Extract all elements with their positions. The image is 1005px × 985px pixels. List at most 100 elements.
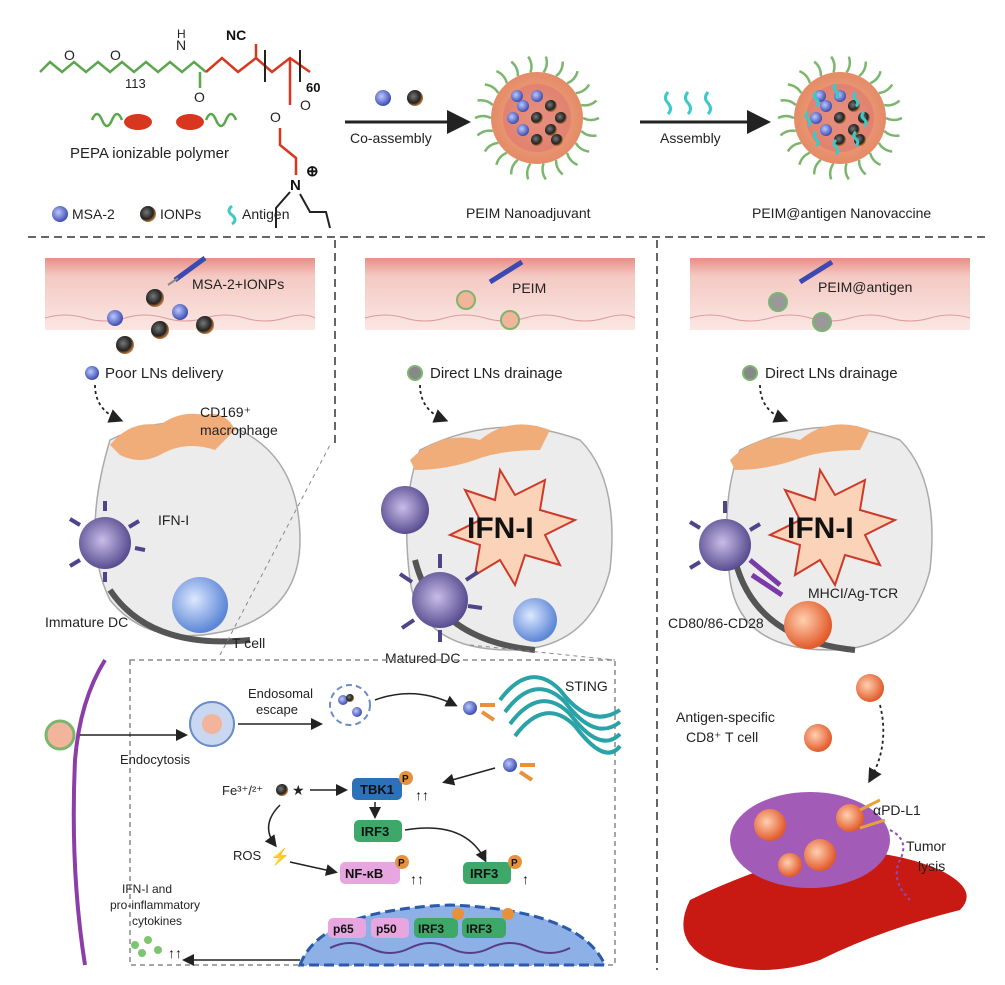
svg-text:↑↑: ↑↑ (168, 945, 182, 961)
output-label-3: cytokines (132, 914, 182, 928)
tbk1-box (352, 778, 402, 800)
irf3-p-box (463, 862, 511, 884)
dc-icon (688, 501, 762, 571)
svg-text:⚡: ⚡ (270, 847, 290, 866)
carbonyl-o: O (194, 89, 205, 105)
syringe-icon (167, 255, 207, 286)
tcell-icon (172, 577, 228, 633)
right-ifn-label: IFN-I (787, 512, 854, 545)
left-macrophage-label-1: CD169⁺ (200, 404, 251, 420)
endocytosis-label: Endocytosis (120, 752, 191, 767)
nitrile-label: NC (226, 27, 246, 43)
matured-dc-icon (398, 554, 483, 642)
svg-text:↑↑: ↑↑ (410, 871, 424, 887)
left-delivery-label: Poor LNs delivery (105, 365, 224, 382)
ester-o1: O (270, 109, 281, 125)
irf3-p: P (511, 858, 518, 869)
svg-text:★: ★ (292, 782, 305, 798)
peg-oxygen-2: O (110, 47, 121, 63)
panel-middle: PEIM Direct LNs drainage IFN-I Matured D… (364, 258, 636, 666)
middle-dc-label: Matured DC (385, 650, 460, 666)
legend-msa2: MSA-2 (72, 206, 115, 222)
output-label-1: IFN-I and (122, 882, 172, 896)
nuclear-irf3-1: IRF3 (418, 922, 444, 936)
amine-n: N (290, 177, 301, 194)
antigen-icon (227, 204, 237, 226)
middle-delivery-label: Direct LNs drainage (430, 365, 563, 382)
ester-o2: O (300, 97, 311, 113)
macrophage-shape (110, 413, 235, 460)
nanovaccine: PEIM@antigen Nanovaccine (752, 55, 931, 221)
left-dc-label: Immature DC (45, 614, 128, 630)
escape-label-1: Endosomal (248, 686, 313, 701)
escape-label-2: escape (256, 702, 298, 717)
polymer-caption: PEPA ionizable polymer (70, 145, 229, 162)
nanoadjuvant: PEIM Nanoadjuvant (466, 55, 600, 221)
peg-repeat-113: 113 (125, 76, 146, 91)
sting-er-icon (498, 675, 622, 755)
right-delivery-label: Direct LNs drainage (765, 365, 898, 382)
nfkb-box (340, 862, 400, 884)
dc-icon (381, 486, 429, 534)
tbk1-label: TBK1 (360, 782, 394, 797)
skin-layer-middle (365, 258, 635, 330)
right-tcell-label-1: Antigen-specific (676, 709, 775, 725)
left-tcell-label: T cell (232, 635, 265, 651)
pepa-polymer-icon (90, 112, 238, 130)
legend-antigen: Antigen (242, 206, 289, 222)
right-injection-label: PEIM@antigen (818, 279, 912, 295)
sting-label: STING (565, 678, 608, 694)
top-legend: MSA-2 IONPs Antigen (52, 204, 289, 226)
nuclear-irf3-2: IRF3 (466, 922, 492, 936)
syringe-icon (488, 259, 524, 285)
tbk1-p: P (402, 774, 409, 785)
cd8-tcell-icon (784, 601, 832, 649)
right-tumor-label-1: Tumor (906, 838, 946, 854)
nh-h: H (177, 27, 186, 41)
nh-n: N (176, 37, 186, 53)
irf3-box (354, 820, 402, 842)
cell-membrane (71, 658, 107, 966)
macrophage-shape (730, 424, 870, 470)
panel-right: PEIM@antigen Direct LNs drainage IFN-I M… (668, 258, 971, 970)
left-ifn-label: IFN-I (158, 512, 189, 528)
cytokine-dots: ↑↑ (131, 936, 182, 961)
repeat-60: 60 (306, 80, 320, 95)
nfkb-p: P (398, 858, 405, 869)
output-label-2: pro-inflammatory (110, 898, 200, 912)
right-mhc-label: MHCI/Ag-TCR (808, 585, 898, 601)
polymer-structure: O O 113 N H O NC 60 O O N ⊕ PEPA ionizab… (39, 27, 331, 229)
nanovaccine-label: PEIM@antigen Nanovaccine (752, 205, 931, 221)
svg-text:↑: ↑ (522, 871, 529, 887)
right-tcell-label-2: CD8⁺ T cell (686, 729, 758, 745)
right-pdl1-label: αPD-L1 (873, 802, 921, 818)
irf3-p-label: IRF3 (470, 866, 498, 881)
svg-text:↑↑: ↑↑ (415, 787, 429, 803)
left-macrophage-label-2: macrophage (200, 422, 278, 438)
middle-ifn-label: IFN-I (467, 512, 534, 545)
mechanism-inset: Endocytosis Endosomal escape STING Fe³⁺/… (44, 444, 622, 967)
assembly-arrow: Assembly (640, 91, 771, 146)
nuclear-p50: p50 (376, 922, 397, 936)
msa2-icon (52, 206, 68, 222)
coassembly-arrow: Co-assembly (345, 90, 471, 146)
nanoadjuvant-label: PEIM Nanoadjuvant (466, 205, 591, 221)
tumor (683, 792, 967, 970)
nanovaccine-icon (44, 719, 76, 751)
legend-ionps: IONPs (160, 206, 201, 222)
nuclear-factors: p65 p50 IRF3 IRF3 (328, 908, 514, 938)
nuclear-p65: p65 (333, 922, 354, 936)
peg-oxygen-1: O (64, 47, 75, 63)
ros-label: ROS (233, 848, 262, 863)
middle-injection-label: PEIM (512, 280, 546, 296)
right-tumor-label-2: lysis (918, 858, 945, 874)
msa2-icon (85, 366, 99, 380)
assembly-label: Assembly (660, 130, 721, 146)
nfkb-label: NF-κB (345, 866, 383, 881)
charge-plus: ⊕ (306, 163, 319, 180)
lymph-node-left (94, 413, 301, 645)
syringe-icon (798, 259, 834, 285)
macrophage-shape (410, 424, 550, 470)
ionp-icon (140, 206, 156, 222)
